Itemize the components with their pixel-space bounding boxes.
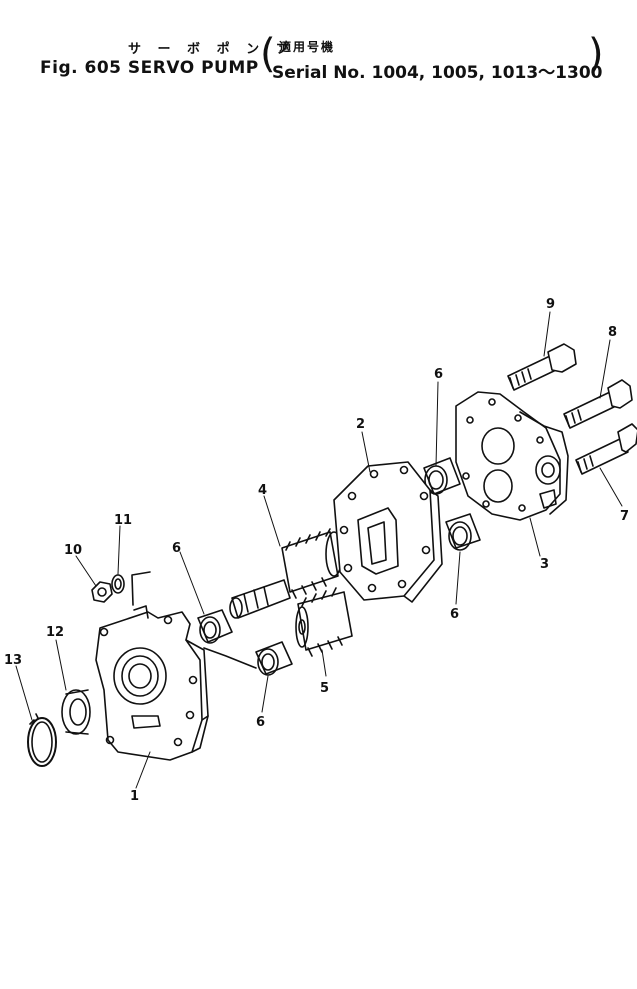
driven-gear-part xyxy=(295,587,353,657)
callout-7: 7 xyxy=(620,509,629,524)
callout-8: 8 xyxy=(608,325,617,340)
needle-bearing-left-upper xyxy=(197,609,233,644)
serial-japanese: 適用号機 xyxy=(279,40,336,54)
callout-9: 9 xyxy=(546,297,555,312)
callout-12: 12 xyxy=(46,625,64,640)
callout-6a: 6 xyxy=(172,541,181,556)
callout-6d: 6 xyxy=(450,607,459,622)
alignment-line xyxy=(131,571,151,606)
callout-11: 11 xyxy=(114,513,132,528)
figure-header: サ ー ボ ポ ン プ ( 適用号機 Fig. 605 SERVO PUMP S… xyxy=(0,0,637,90)
oil-seal-part xyxy=(61,689,91,735)
needle-bearing-right-lower xyxy=(445,513,481,551)
gear-case-part xyxy=(333,461,443,603)
callout-10: 10 xyxy=(64,543,82,558)
callout-labels: 1 2 3 4 5 6 6 6 6 7 8 9 10 11 12 13 xyxy=(4,297,629,804)
pump-body-part xyxy=(95,605,209,761)
figure-title: Fig. 605 SERVO PUMP xyxy=(40,58,259,78)
snap-ring-part xyxy=(27,713,57,767)
bolt-part-7 xyxy=(575,423,637,475)
washer-part xyxy=(111,574,125,594)
needle-bearing-left-lower xyxy=(255,641,293,676)
callout-2: 2 xyxy=(356,417,365,432)
leader-lines xyxy=(15,311,623,789)
drive-gear-shaft-part xyxy=(229,528,343,619)
callout-3: 3 xyxy=(540,557,549,572)
callout-1: 1 xyxy=(130,789,139,804)
close-paren: ) xyxy=(588,31,604,77)
serial-range: Serial No. 1004, 1005, 1013～1300 xyxy=(272,63,603,83)
callout-5: 5 xyxy=(320,681,329,696)
rear-cover-part xyxy=(455,391,569,521)
title-japanese: サ ー ボ ポ ン プ xyxy=(128,42,295,57)
open-paren: ( xyxy=(260,31,276,77)
bolt-part-8 xyxy=(563,379,633,429)
callout-6c: 6 xyxy=(434,367,443,382)
nut-part xyxy=(91,581,113,603)
callout-4: 4 xyxy=(258,483,267,498)
callout-6b: 6 xyxy=(256,715,265,730)
callout-13: 13 xyxy=(4,653,22,668)
alignment-line xyxy=(203,647,257,669)
bolt-part-9 xyxy=(507,343,577,391)
